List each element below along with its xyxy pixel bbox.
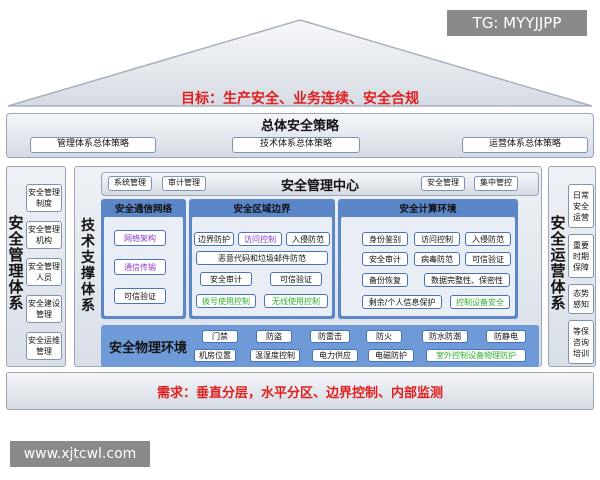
comm-item-transmission: 通信传输 — [114, 259, 166, 275]
left-item-personnel: 安全管理人员 — [26, 258, 62, 286]
comm-item-architecture: 网络架构 — [114, 230, 166, 246]
boundary-item-access: 访问控制 — [238, 232, 282, 246]
comm-item-trust: 可信验证 — [114, 288, 166, 304]
physical-item-emc: 电磁防护 — [368, 349, 414, 362]
boundary-item-intrusion: 入侵防范 — [286, 232, 330, 246]
left-item-maintenance: 安全运维管理 — [26, 332, 62, 360]
left-pillar-title: 安全管理体系 — [8, 214, 24, 312]
strategy-item-operations: 运营体系总体策略 — [462, 137, 588, 153]
watermark-top: TG: MYYJJPP — [447, 10, 587, 36]
mgmt-tag-audit: 审计管理 — [162, 176, 206, 191]
requirement-text: 需求：垂直分层，水平分区、边界控制、内部监测 — [156, 386, 443, 401]
physical-item-fire: 防火 — [366, 330, 402, 343]
area-boundary-title: 安全区域边界 — [233, 204, 291, 215]
compute-item-privacy: 剩余/个人信息保护 — [362, 295, 442, 309]
right-item-daily: 日常安全运营 — [568, 184, 594, 228]
mgmt-center-title: 安全管理中心 — [280, 178, 359, 194]
strategy-item-technical: 技术体系总体策略 — [232, 137, 360, 153]
physical-item-access: 门禁 — [202, 330, 238, 343]
boundary-item-audit: 安全审计 — [200, 272, 252, 286]
boundary-item-wireless: 无线使用控制 — [264, 294, 328, 308]
mgmt-tag-security: 安全管理 — [421, 176, 465, 191]
strategy-item-management: 管理体系总体策略 — [30, 137, 156, 153]
compute-item-access: 访问控制 — [414, 232, 460, 246]
foundation-bar — [6, 372, 594, 410]
physical-item-outdoor: 室外控制设备物理防护 — [426, 349, 526, 362]
physical-item-location: 机房位置 — [194, 349, 236, 362]
left-item-construction: 安全建设管理 — [26, 295, 62, 323]
boundary-item-malware: 恶意代码和垃圾邮件防范 — [196, 251, 328, 265]
compute-item-backup: 备份恢复 — [362, 273, 408, 287]
compute-item-virus: 病毒防范 — [414, 252, 460, 266]
boundary-item-dialup: 拨号使用控制 — [196, 294, 256, 308]
physical-item-water: 防水防潮 — [422, 330, 468, 343]
compute-item-audit: 安全审计 — [362, 252, 408, 266]
compute-item-identity: 身份鉴别 — [362, 232, 408, 246]
left-item-organization: 安全管理机构 — [26, 221, 62, 249]
right-item-awareness: 态势感知 — [568, 284, 594, 314]
physical-item-lightning: 防雷击 — [310, 330, 350, 343]
compute-item-intrusion: 入侵防范 — [465, 232, 511, 246]
right-item-training: 等保咨询培训 — [568, 320, 594, 364]
compute-env-title: 安全计算环境 — [399, 204, 457, 215]
mgmt-tag-system: 系统管理 — [108, 176, 152, 191]
comm-network-title: 安全通信网络 — [114, 204, 172, 215]
left-item-system: 安全管理制度 — [26, 184, 62, 212]
boundary-item-trust: 可信验证 — [270, 272, 322, 286]
watermark-bottom: www.xjtcwl.com — [10, 441, 150, 467]
right-pillar-title: 安全运营体系 — [550, 214, 566, 312]
physical-item-temperature: 温湿度控制 — [250, 349, 300, 362]
right-item-guarantee: 重要时期保障 — [568, 234, 594, 278]
goal-text: 目标：生产安全、业务连续、安全合规 — [181, 91, 419, 107]
compute-item-trust: 可信验证 — [465, 252, 511, 266]
boundary-item-protection: 边界防护 — [194, 232, 234, 246]
physical-item-theft: 防盗 — [256, 330, 292, 343]
strategy-title: 总体安全策略 — [260, 118, 339, 134]
compute-item-integrity: 数据完整性、保密性 — [424, 273, 510, 287]
physical-title: 安全物理环境 — [108, 340, 187, 356]
physical-item-static: 防静电 — [486, 330, 526, 343]
physical-item-power: 电力供应 — [312, 349, 358, 362]
compute-item-device: 控制设备安全 — [450, 295, 510, 309]
mgmt-tag-control: 集中管控 — [474, 176, 518, 191]
tech-support-title: 技术支撑体系 — [81, 218, 95, 314]
